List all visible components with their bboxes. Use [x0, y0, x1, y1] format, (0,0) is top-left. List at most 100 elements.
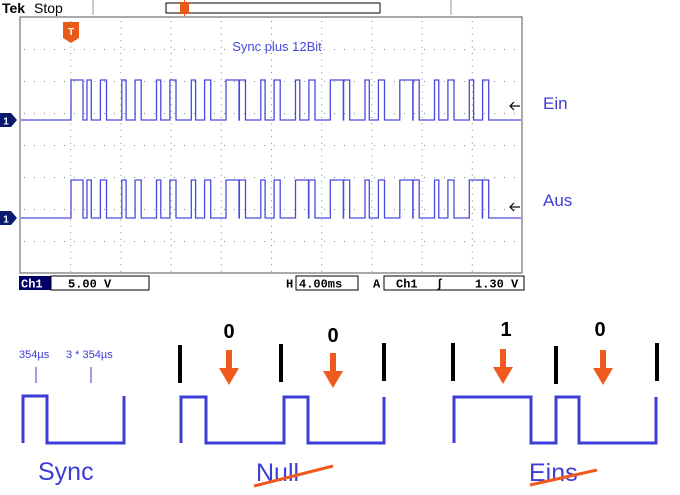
grid-dot	[220, 155, 222, 157]
grid-dot	[294, 145, 295, 146]
grid-dot	[344, 145, 345, 146]
grid-dot	[154, 241, 155, 242]
grid-dot	[120, 33, 122, 35]
grid-dot	[471, 225, 473, 227]
grid-dot	[371, 181, 373, 182]
grid-dot	[70, 174, 72, 176]
grid-dot	[170, 97, 172, 99]
grid-dot	[274, 177, 275, 178]
grid-dot	[371, 264, 373, 266]
grid-dot	[220, 142, 222, 144]
status-trigger-slope-icon: ʃ	[436, 278, 443, 292]
grid-dot	[64, 145, 65, 146]
grid-dot	[321, 213, 323, 214]
grid-dot	[94, 241, 95, 242]
grid-dot	[371, 46, 373, 48]
grid-dot	[271, 85, 272, 86]
grid-dot	[104, 241, 105, 242]
grid-dot	[204, 177, 205, 178]
grid-dot	[271, 136, 272, 138]
grid-dot	[321, 129, 323, 131]
grid-dot	[120, 264, 122, 266]
grid-dot	[170, 72, 172, 74]
grid-dot	[234, 209, 235, 210]
grid-dot	[374, 177, 375, 178]
grid-dot	[271, 219, 272, 221]
grid-dot	[134, 49, 135, 50]
grid-dot	[371, 33, 373, 35]
status-channel: Ch1	[21, 278, 43, 292]
grid-dot	[120, 78, 122, 80]
grid-dot	[271, 117, 272, 118]
grid-dot	[471, 97, 473, 99]
grid-dot	[220, 181, 222, 182]
grid-dot	[321, 181, 323, 182]
grid-dot	[24, 49, 25, 50]
grid-dot	[464, 145, 465, 146]
grid-dot	[504, 113, 505, 114]
grid-dot	[374, 241, 375, 242]
grid-dot	[54, 241, 55, 242]
grid-dot	[220, 264, 222, 266]
grid-dot	[234, 81, 235, 82]
grid-dot	[271, 65, 272, 67]
grid-dot	[34, 81, 35, 82]
record-window-trigger-icon	[180, 0, 189, 16]
grid-dot	[154, 113, 155, 114]
grid-dot	[471, 27, 473, 29]
grid-dot	[421, 264, 423, 266]
grid-dot	[321, 27, 323, 29]
grid-dot	[120, 104, 122, 106]
grid-dot	[471, 245, 473, 246]
reference-arrow-aus	[509, 202, 520, 212]
grid-dot	[194, 177, 195, 178]
grid-dot	[384, 49, 385, 50]
grid-dot	[371, 200, 373, 202]
grid-dot	[421, 168, 423, 170]
grid-dot	[244, 241, 245, 242]
grid-dot	[471, 110, 473, 112]
grid-dot	[120, 149, 122, 150]
grid-dot	[104, 145, 105, 146]
grid-dot	[371, 219, 373, 221]
grid-dot	[170, 65, 172, 67]
grid-dot	[104, 81, 105, 82]
grid-dot	[354, 177, 355, 178]
grid-dot	[124, 113, 125, 114]
grid-dot	[271, 72, 272, 74]
grid-dot	[244, 81, 245, 82]
trace-label-aus: Aus	[543, 191, 572, 210]
scope-header: Tek Stop	[2, 0, 452, 16]
grid-dot	[170, 257, 172, 259]
grid-dot	[244, 145, 245, 146]
grid-dot	[371, 117, 373, 118]
grid-dot	[184, 113, 185, 114]
grid-dot	[371, 257, 373, 259]
grid-dot	[64, 241, 65, 242]
grid-dot	[471, 142, 473, 144]
grid-dot	[220, 270, 222, 272]
grid-dot	[484, 241, 485, 242]
grid-dot	[354, 49, 355, 50]
grid-dot	[421, 213, 423, 214]
grid-dot	[120, 21, 122, 22]
grid-dot	[34, 113, 35, 114]
grid-dot	[314, 177, 315, 178]
grid-dot	[371, 97, 373, 99]
grid-dot	[120, 187, 122, 189]
grid-dot	[114, 209, 115, 210]
grid-dot	[64, 81, 65, 82]
grid-dot	[144, 49, 145, 50]
grid-dot	[170, 270, 172, 272]
grid-dot	[514, 209, 515, 210]
grid-dot	[220, 149, 222, 150]
grid-dot	[70, 155, 72, 157]
grid-dot	[404, 177, 405, 178]
grid-dot	[70, 21, 72, 22]
grid-dot	[421, 59, 423, 61]
grid-dot	[271, 78, 272, 80]
grid-dot	[374, 145, 375, 146]
reference-arrow-ein	[509, 101, 520, 111]
grid-dot	[271, 27, 272, 29]
status-time-per-div: 4.00ms	[299, 278, 342, 292]
